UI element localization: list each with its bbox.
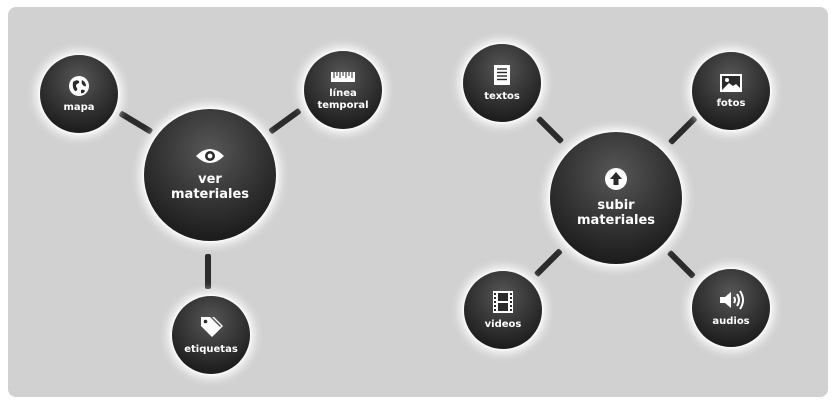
label-etiquetas: etiquetas: [184, 343, 238, 355]
node-ver-materiales[interactable]: ver materiales: [144, 109, 276, 241]
globe-icon: [69, 75, 89, 96]
node-audios[interactable]: audios: [692, 269, 770, 347]
label-fotos: fotos: [716, 97, 746, 109]
node-mapa[interactable]: mapa: [40, 55, 118, 133]
node-etiquetas[interactable]: etiquetas: [172, 296, 250, 374]
label-ver-materiales-line1: ver: [198, 172, 222, 188]
node-videos[interactable]: videos: [464, 271, 542, 349]
label-ver-materiales: ver materiales: [171, 172, 249, 203]
upload-arrow-icon: [605, 168, 627, 191]
ruler-icon: [331, 72, 355, 82]
label-audios: audios: [712, 315, 750, 327]
label-ver-materiales-line2: materiales: [171, 187, 249, 202]
label-linea-temporal-line2: temporal: [317, 99, 369, 111]
label-textos: textos: [484, 90, 520, 102]
node-subir-materiales[interactable]: subir materiales: [550, 132, 682, 264]
label-mapa: mapa: [63, 101, 95, 113]
label-linea-temporal: línea temporal: [317, 88, 368, 111]
eye-icon: [196, 149, 224, 164]
node-fotos[interactable]: fotos: [692, 52, 770, 130]
speaker-icon: [720, 290, 744, 310]
image-icon: [720, 73, 742, 92]
document-icon: [494, 64, 510, 85]
node-textos[interactable]: textos: [463, 44, 541, 122]
film-icon: [493, 290, 513, 313]
label-subir-materiales: subir materiales: [577, 198, 655, 229]
label-videos: videos: [484, 318, 522, 330]
tags-icon: [201, 316, 223, 337]
menu-panel: [8, 7, 828, 397]
label-subir-materiales-line1: subir: [597, 198, 635, 214]
label-subir-materiales-line2: materiales: [577, 213, 655, 228]
connector-etiquetas: [205, 254, 211, 289]
node-linea-temporal[interactable]: línea temporal: [304, 51, 382, 129]
label-linea-temporal-line1: línea: [329, 88, 357, 99]
